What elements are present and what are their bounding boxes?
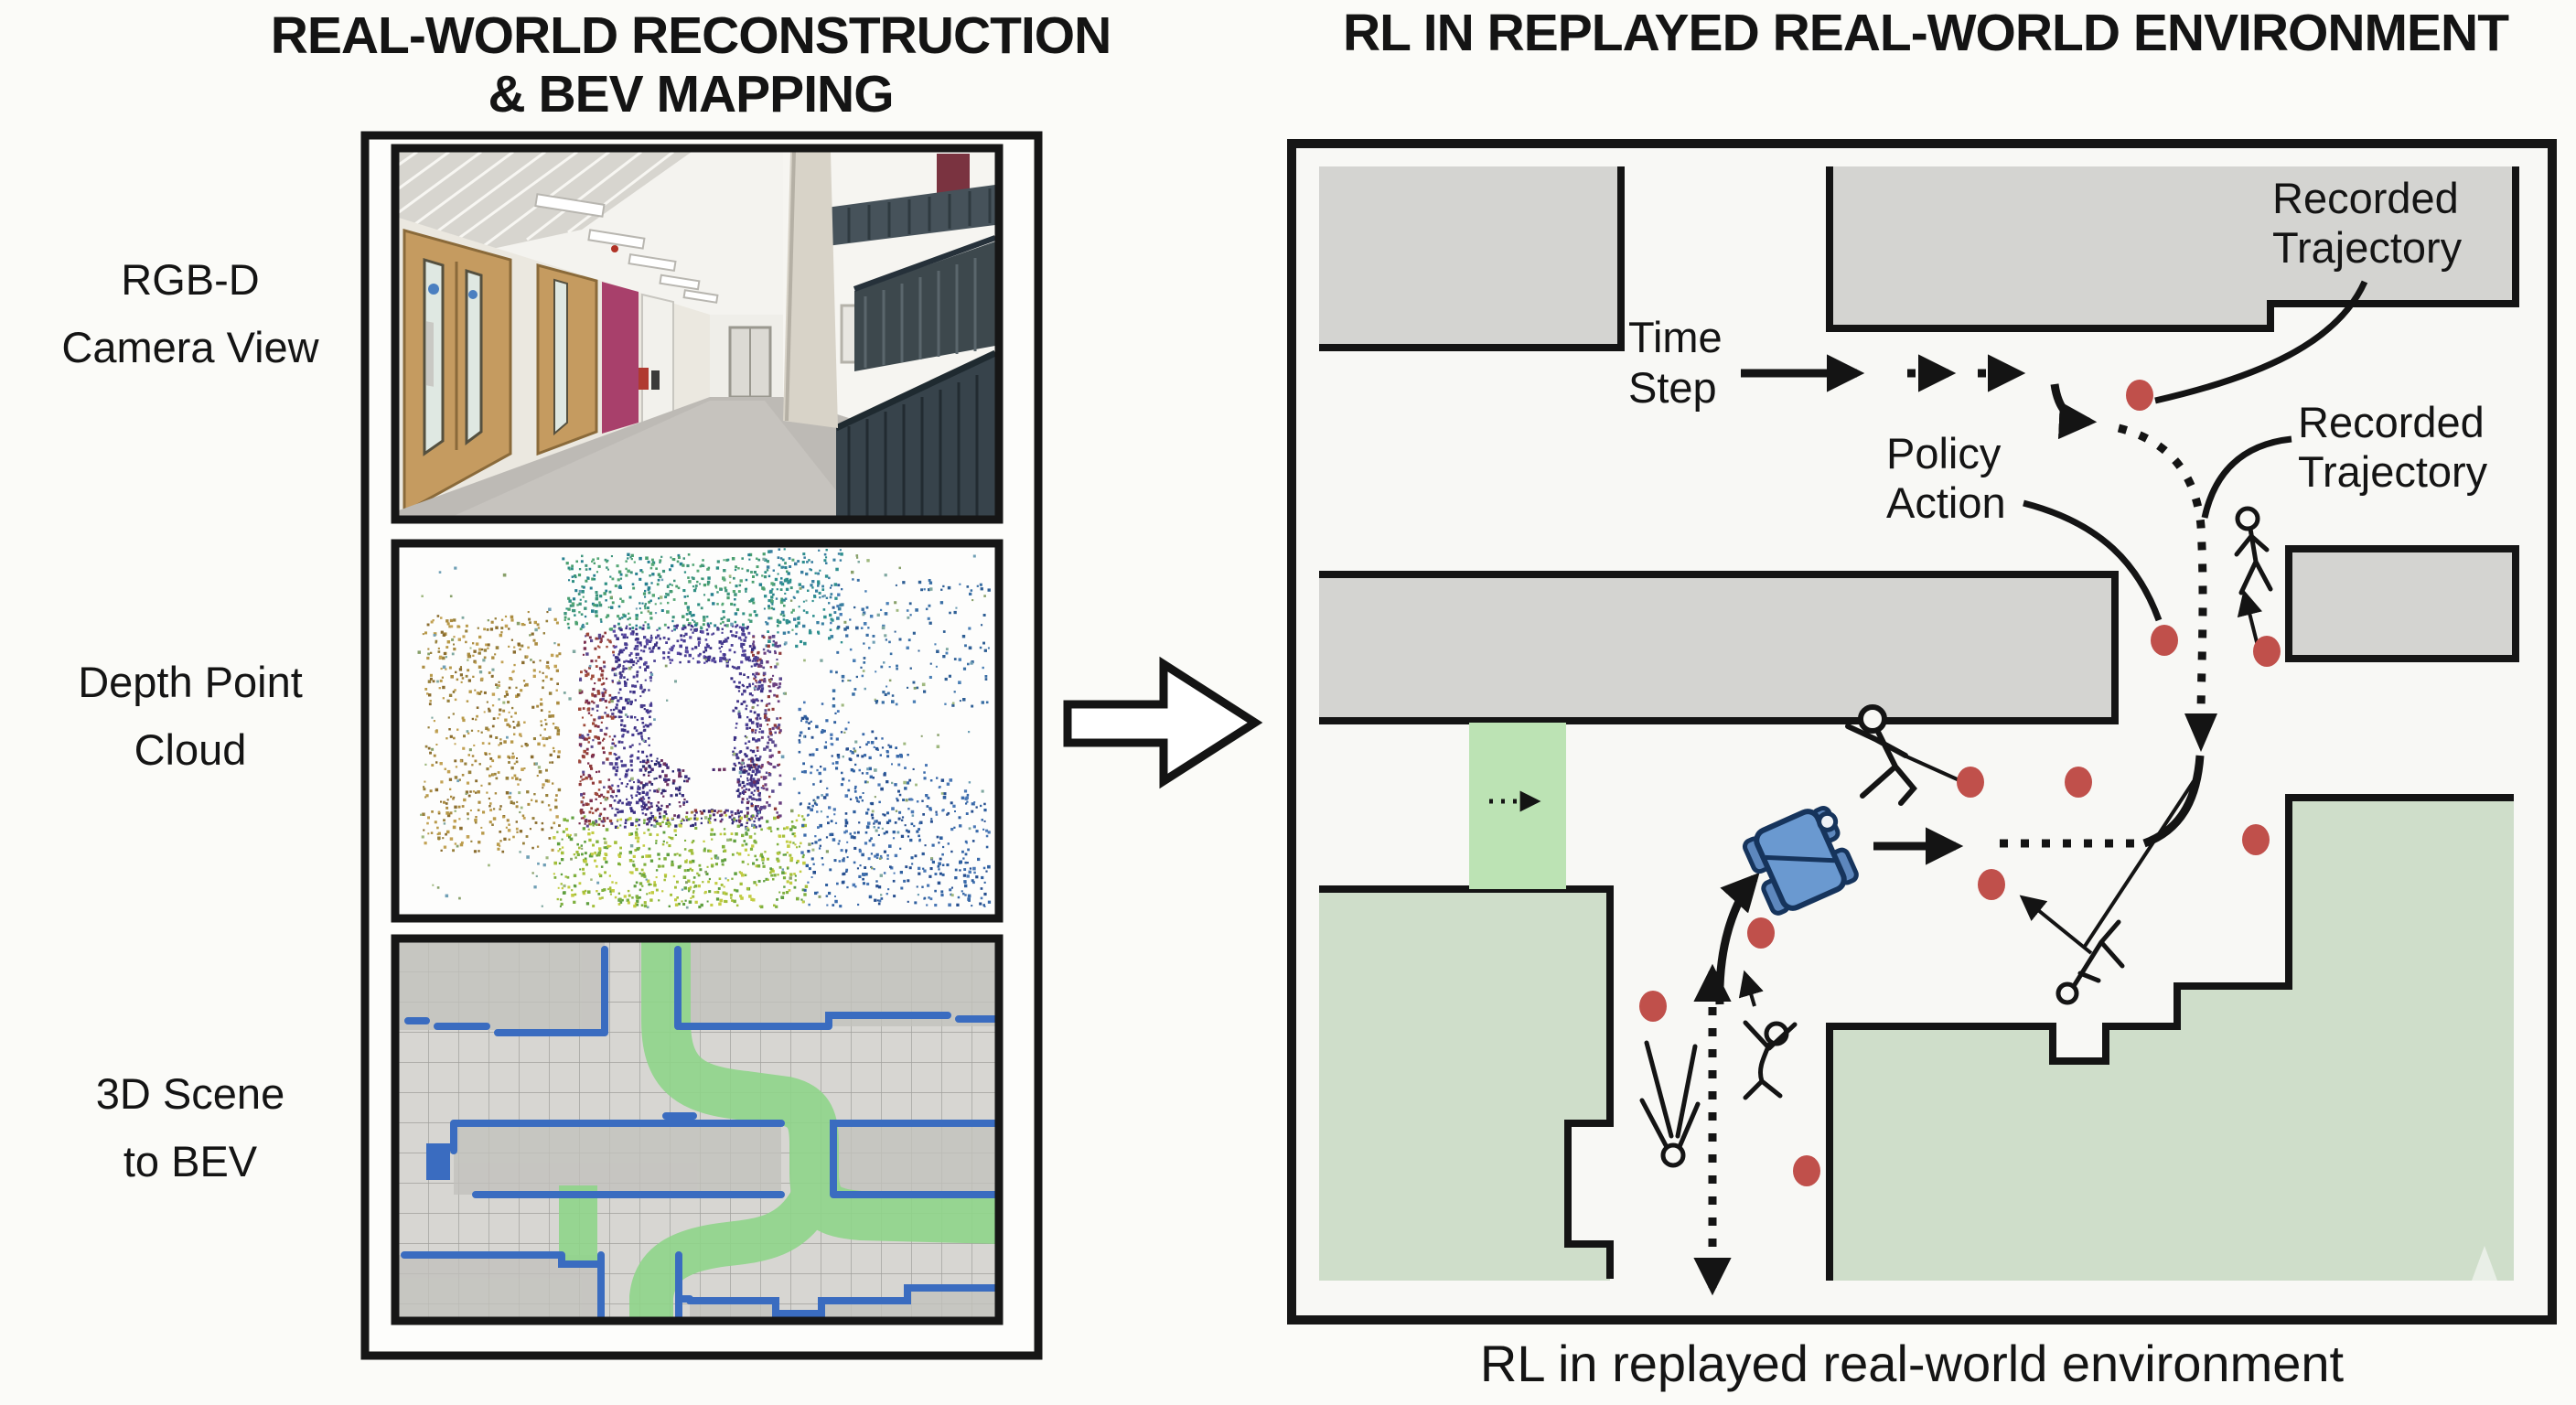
label-depth-line1: Depth Point <box>78 658 303 706</box>
rgbd-photo-panel <box>399 152 995 516</box>
balcony-railing <box>820 185 995 247</box>
pedestrian-bending-icon <box>2055 919 2125 1005</box>
point-cloud-frame <box>391 539 1004 923</box>
bev-map-frame <box>391 934 1004 1325</box>
staircase <box>854 241 995 371</box>
point-cloud-panel <box>399 547 995 915</box>
recorded-trajectory-mid-pointer <box>2201 435 2292 519</box>
bev-walls-blue <box>401 946 995 1317</box>
label-rgbd-line1: RGB-D <box>121 255 259 304</box>
label-bev-line1: 3D Scene <box>96 1069 284 1118</box>
goal-corridor-green <box>1469 723 1566 889</box>
left-title-line1: REAL-WORLD RECONSTRUCTION <box>271 6 1111 65</box>
recorded-trajectory-top-line2: Trajectory <box>2272 223 2463 272</box>
watermark-triangle <box>2472 1246 2497 1281</box>
time-step-arrows <box>1741 354 2098 440</box>
left-section: REAL-WORLD RECONSTRUCTION & BEV MAPPING … <box>61 6 1111 1360</box>
right-title: RL IN REPLAYED REAL-WORLD ENVIRONMENT <box>1343 4 2509 62</box>
label-rgbd-line2: Camera View <box>61 323 319 371</box>
robot-camera-icon <box>1817 810 1839 832</box>
guardrail <box>836 355 995 516</box>
pedestrian-falling-icon <box>1743 1020 1798 1100</box>
label-depth-line2: Cloud <box>134 725 247 774</box>
time-step-label-line2: Step <box>1628 363 1717 412</box>
pedestrian-runner-icon <box>1845 704 1917 806</box>
pedestrian-fallen-icon <box>1639 1040 1701 1168</box>
time-step-label-line1: Time <box>1628 313 1723 361</box>
recorded-trajectory-top-line1: Recorded <box>2272 174 2459 222</box>
map-obstacles <box>1319 166 2519 724</box>
section-transition-arrow-icon <box>1063 656 1263 789</box>
label-bev-line2: to BEV <box>123 1137 258 1185</box>
recorded-trajectory-dotted-curve <box>2117 424 2207 713</box>
right-caption: RL in replayed real-world environment <box>1480 1335 2345 1392</box>
recorded-trajectory-mid-line1: Recorded <box>2298 398 2485 446</box>
policy-action-pointer <box>2023 499 2163 622</box>
recorded-trajectory-top-pointer <box>2154 280 2368 404</box>
left-title-line2: & BEV MAPPING <box>488 65 893 123</box>
red-waypoint-dots <box>1639 380 2281 1186</box>
pedestrian-standing-icon <box>2234 506 2273 595</box>
bev-map-panel <box>399 942 995 1317</box>
robot-top-view-icon <box>1742 806 1859 916</box>
trajectory-arrowhead-down <box>2184 713 2217 752</box>
policy-action-label-line1: Policy <box>1886 429 2002 477</box>
ceiling-lights <box>534 193 719 304</box>
point-cloud-dots <box>417 548 992 909</box>
recorded-trajectory-mid-line2: Trajectory <box>2298 447 2488 496</box>
concrete-column <box>783 152 838 428</box>
policy-action-label-line2: Action <box>1886 478 2006 527</box>
right-section: RL IN REPLAYED REAL-WORLD ENVIRONMENT Ti… <box>1287 4 2557 1392</box>
magenta-wall-panel <box>602 282 639 434</box>
policy-action-hook-arrow <box>2050 383 2098 440</box>
rgbd-photo-frame <box>391 144 1004 524</box>
map-green-zones <box>1319 723 2514 1281</box>
